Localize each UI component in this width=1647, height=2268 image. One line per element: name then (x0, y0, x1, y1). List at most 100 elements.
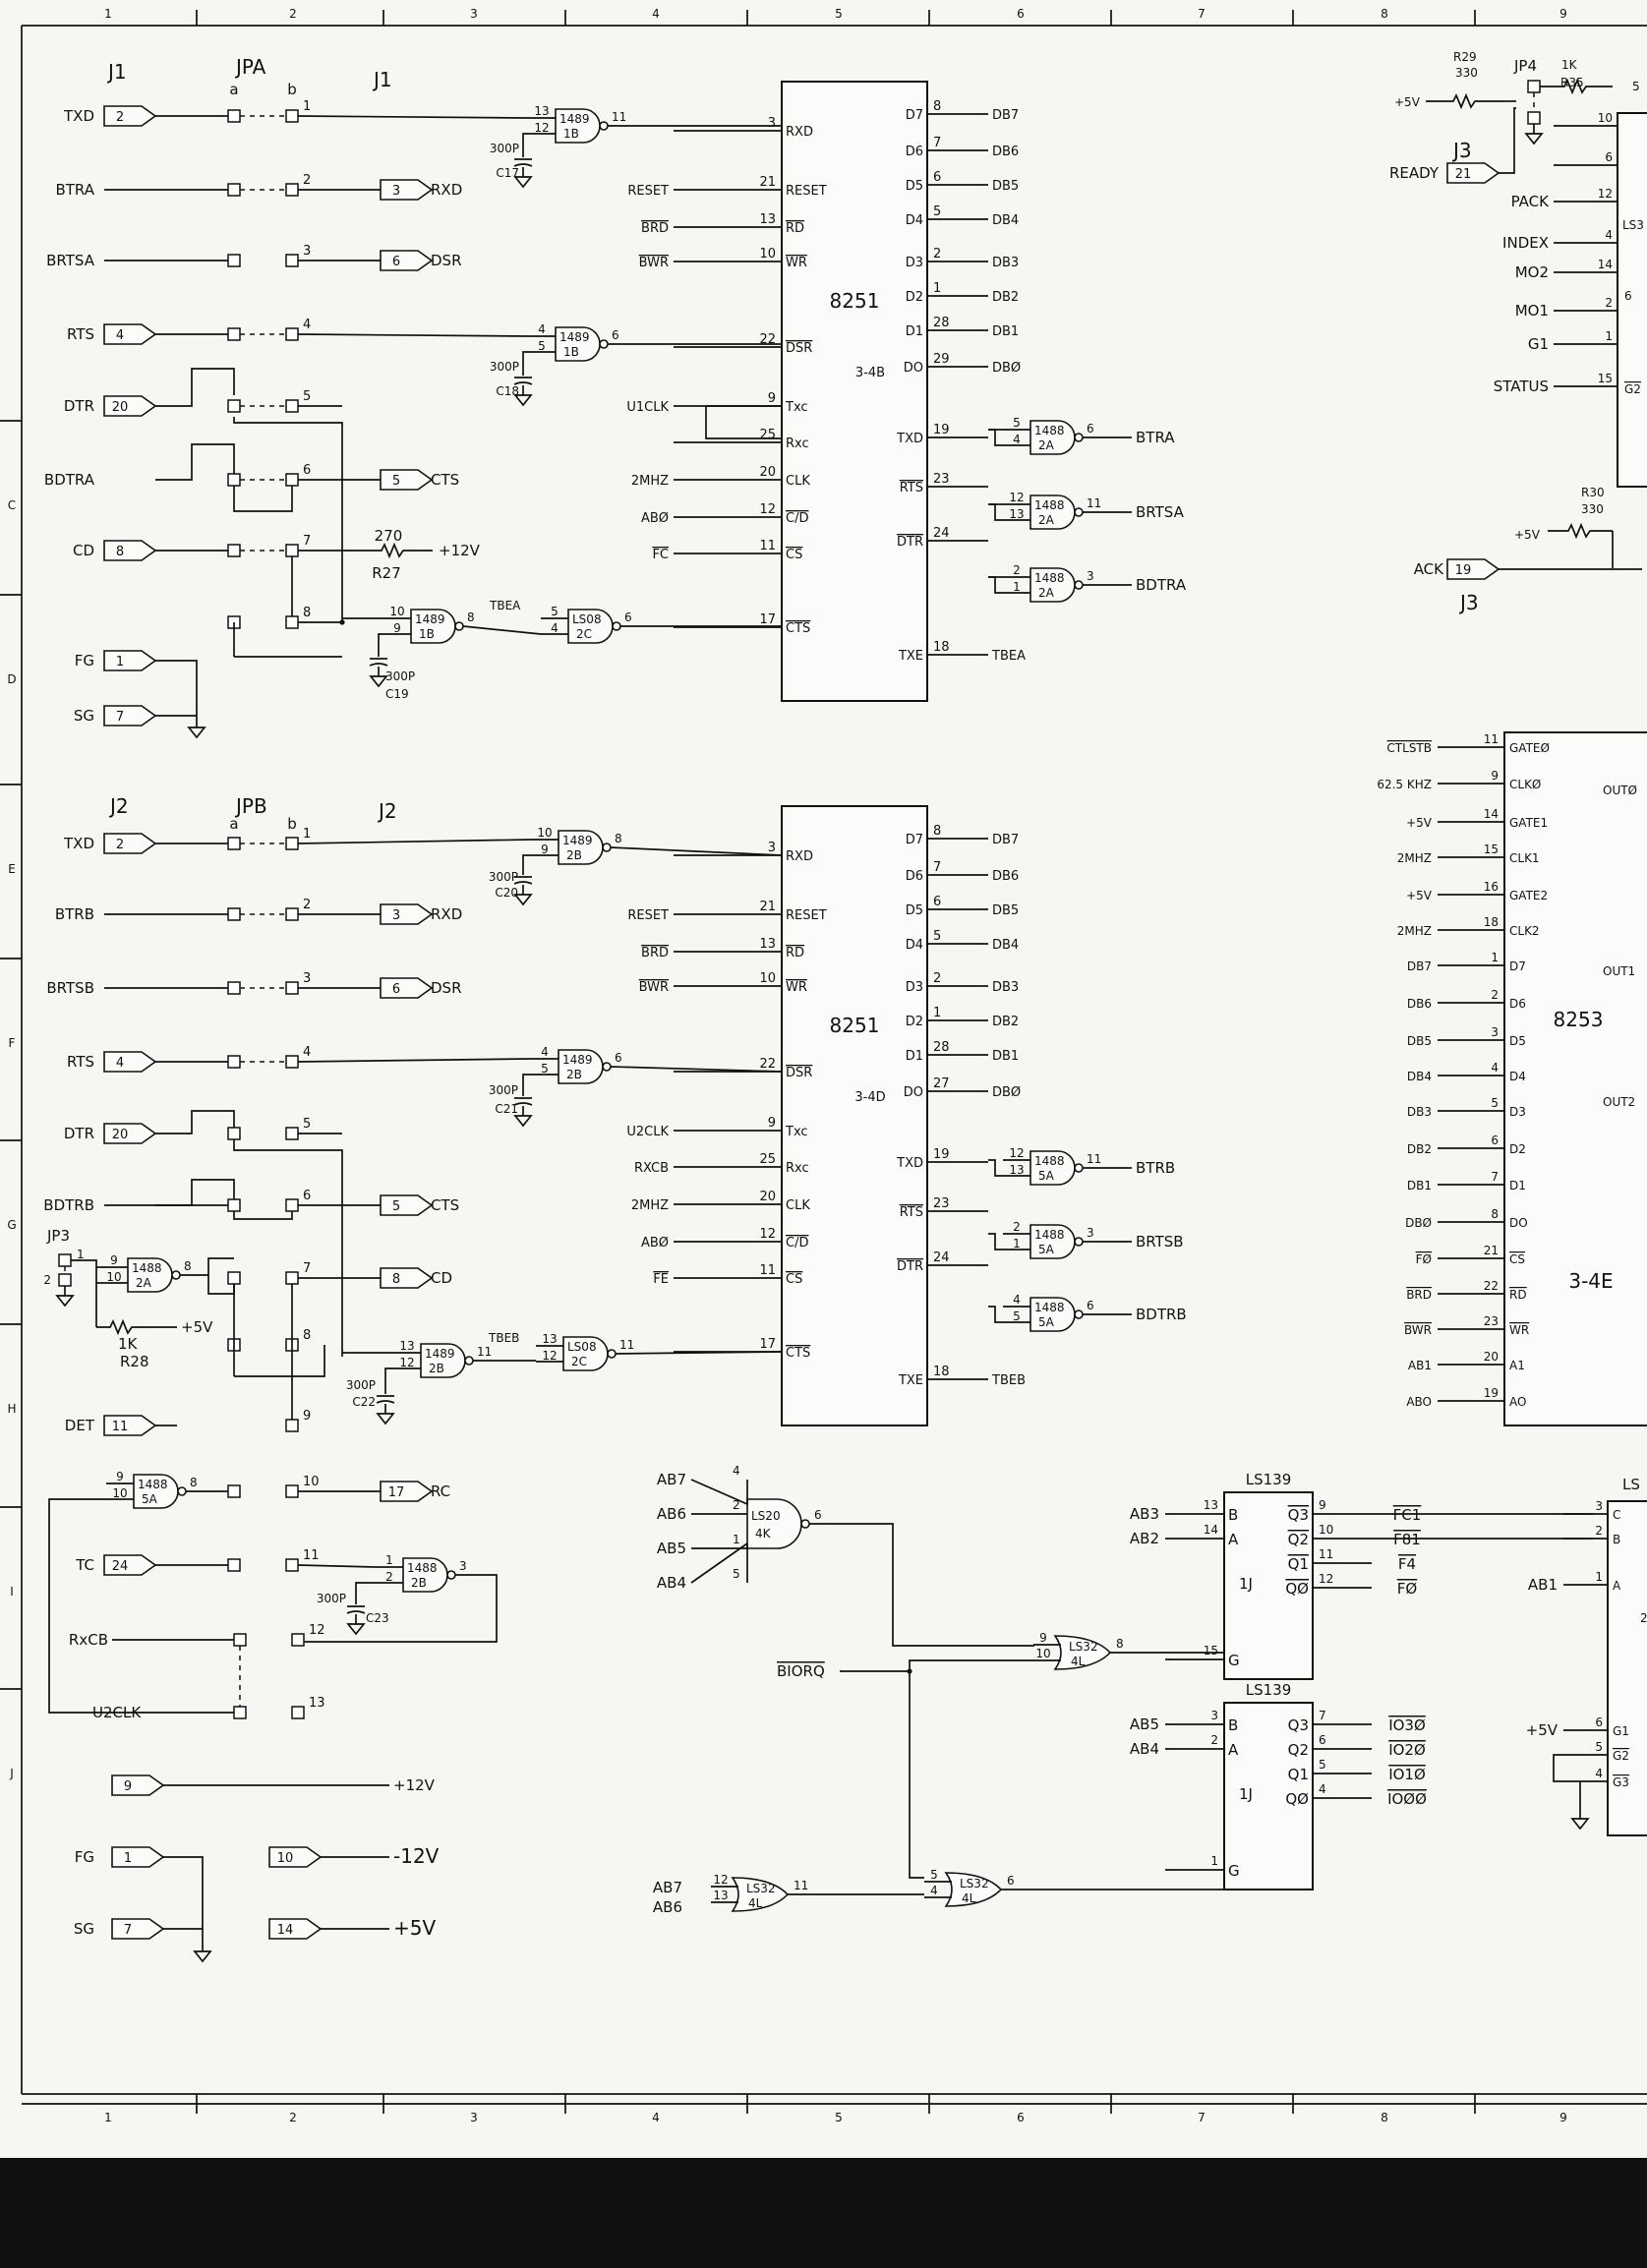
jumper-pad (1527, 80, 1541, 93)
jumper-pin-number: 2 (303, 898, 311, 912)
pin-number: 6 (1087, 422, 1094, 436)
net-name: FE (653, 1272, 669, 1287)
connector-pin-number: 2 (116, 838, 124, 852)
net-name: +5V (1406, 889, 1433, 902)
supply-rail: -12V (393, 1844, 440, 1868)
pin-name: QØ (1285, 1790, 1309, 1808)
wire (988, 429, 1003, 446)
pin-number: 23 (933, 1196, 950, 1211)
ground-symbol (513, 1115, 533, 1128)
ground-symbol (1570, 1818, 1590, 1831)
net-name: F81 (1393, 1531, 1421, 1548)
pin-number: 3 (768, 116, 776, 131)
connector-pin-number: 7 (116, 710, 124, 725)
pin-number: 1 (933, 281, 941, 296)
pin-name: D3 (906, 256, 923, 270)
column-marker: 3 (470, 7, 478, 21)
pin-number: 2 (43, 1273, 51, 1287)
column-marker: 3 (470, 2111, 478, 2124)
resistor-ref: R35 (1560, 76, 1584, 89)
gate-type: 1489 (425, 1347, 455, 1361)
pin-name: DO (904, 1085, 923, 1100)
net-name: FØ (1397, 1580, 1418, 1598)
wire (297, 333, 529, 337)
net-name: AB3 (1130, 1505, 1159, 1523)
gate-type: 1488 (1034, 1228, 1065, 1242)
row-marker: H (7, 1402, 16, 1416)
net-name: AB6 (657, 1505, 686, 1523)
pin-number: 5 (1632, 80, 1640, 93)
connector-label: J1 (106, 60, 127, 84)
pin-name: D4 (906, 938, 923, 953)
inverter-bubble (1074, 433, 1084, 442)
pin-number: 2 (933, 971, 941, 986)
uart-8251-a (781, 81, 928, 702)
pin-number: 3 (459, 1559, 467, 1573)
net-name: BRD (1406, 1288, 1432, 1302)
pin-number: 24 (933, 1250, 950, 1265)
output-label: OUT1 (1603, 964, 1635, 978)
pin-number: 4 (733, 1464, 740, 1478)
net-name: BRTSA (1136, 503, 1185, 521)
signal-name: SG (74, 1920, 94, 1938)
jumper-pin-number: 5 (303, 1117, 311, 1132)
gate-type: 1488 (1034, 1301, 1065, 1314)
pin-number: 12 (1009, 1146, 1024, 1160)
pin-number: 12 (713, 1873, 728, 1887)
gate-type: 1488 (407, 1561, 438, 1575)
column-marker: 5 (835, 7, 843, 21)
pin-number: 7 (1319, 1709, 1326, 1722)
jumper-pad (285, 1419, 299, 1432)
gate-type: LS20 (751, 1509, 781, 1523)
wire (297, 1564, 377, 1568)
pin-number: 6 (1087, 1299, 1094, 1312)
pin-name: WR (1509, 1323, 1529, 1337)
inverter-bubble (464, 1356, 474, 1366)
net-name: BTRA (1136, 429, 1175, 446)
jumper-pad (58, 1253, 72, 1267)
net-name: DB2 (992, 290, 1019, 305)
net-name: DBØ (992, 1085, 1021, 1100)
wire (155, 1179, 235, 1206)
signal-name: DTR (64, 397, 94, 415)
resistor-R29 (1426, 92, 1504, 110)
pin-name: D5 (906, 903, 923, 918)
pin-number: 2 (733, 1498, 740, 1512)
jumper-pin-number: 7 (303, 534, 311, 549)
net-name: BIORQ (777, 1662, 825, 1680)
jumper-label: J2 (377, 799, 397, 823)
decoder-ls139-a (1223, 1491, 1314, 1680)
ground-symbol (513, 394, 533, 407)
net-name: AB5 (657, 1540, 686, 1557)
jumper-pad (227, 1484, 241, 1498)
net-name: 2MHZ (1397, 924, 1432, 938)
pin-name: G (1228, 1862, 1240, 1880)
pin-name: WR (786, 980, 807, 995)
jumper-pad (285, 254, 299, 267)
pin-number: 5 (933, 929, 941, 944)
connector-pin (103, 323, 157, 345)
output-pin (380, 179, 434, 201)
pin-number: 7 (933, 860, 941, 875)
net-name: DB1 (1407, 1179, 1432, 1192)
pin-name: C/D (786, 1236, 808, 1250)
pin-name: D7 (906, 833, 923, 847)
jumper-pad (227, 254, 241, 267)
pin-number: 20 (759, 1190, 776, 1204)
pin-number: 18 (1484, 915, 1499, 929)
net-name: MO1 (1515, 302, 1549, 320)
net-name: BWR (639, 980, 669, 995)
pin-number: 8 (184, 1259, 192, 1273)
pin-number: 21 (759, 900, 776, 914)
jumper-pad (285, 399, 299, 413)
connector-pin (103, 395, 157, 417)
pin-number: 6 (814, 1508, 822, 1522)
gate-type: 1489 (559, 330, 590, 344)
chip-location: 1J (1239, 1785, 1253, 1803)
nand-gate-ls20 (746, 1498, 802, 1549)
pin-number: 4 (551, 621, 559, 635)
pin-number: 8 (933, 99, 941, 114)
jumper-label: JP3 (46, 1227, 70, 1245)
wire (155, 368, 235, 407)
pin-number: 22 (759, 1057, 776, 1072)
